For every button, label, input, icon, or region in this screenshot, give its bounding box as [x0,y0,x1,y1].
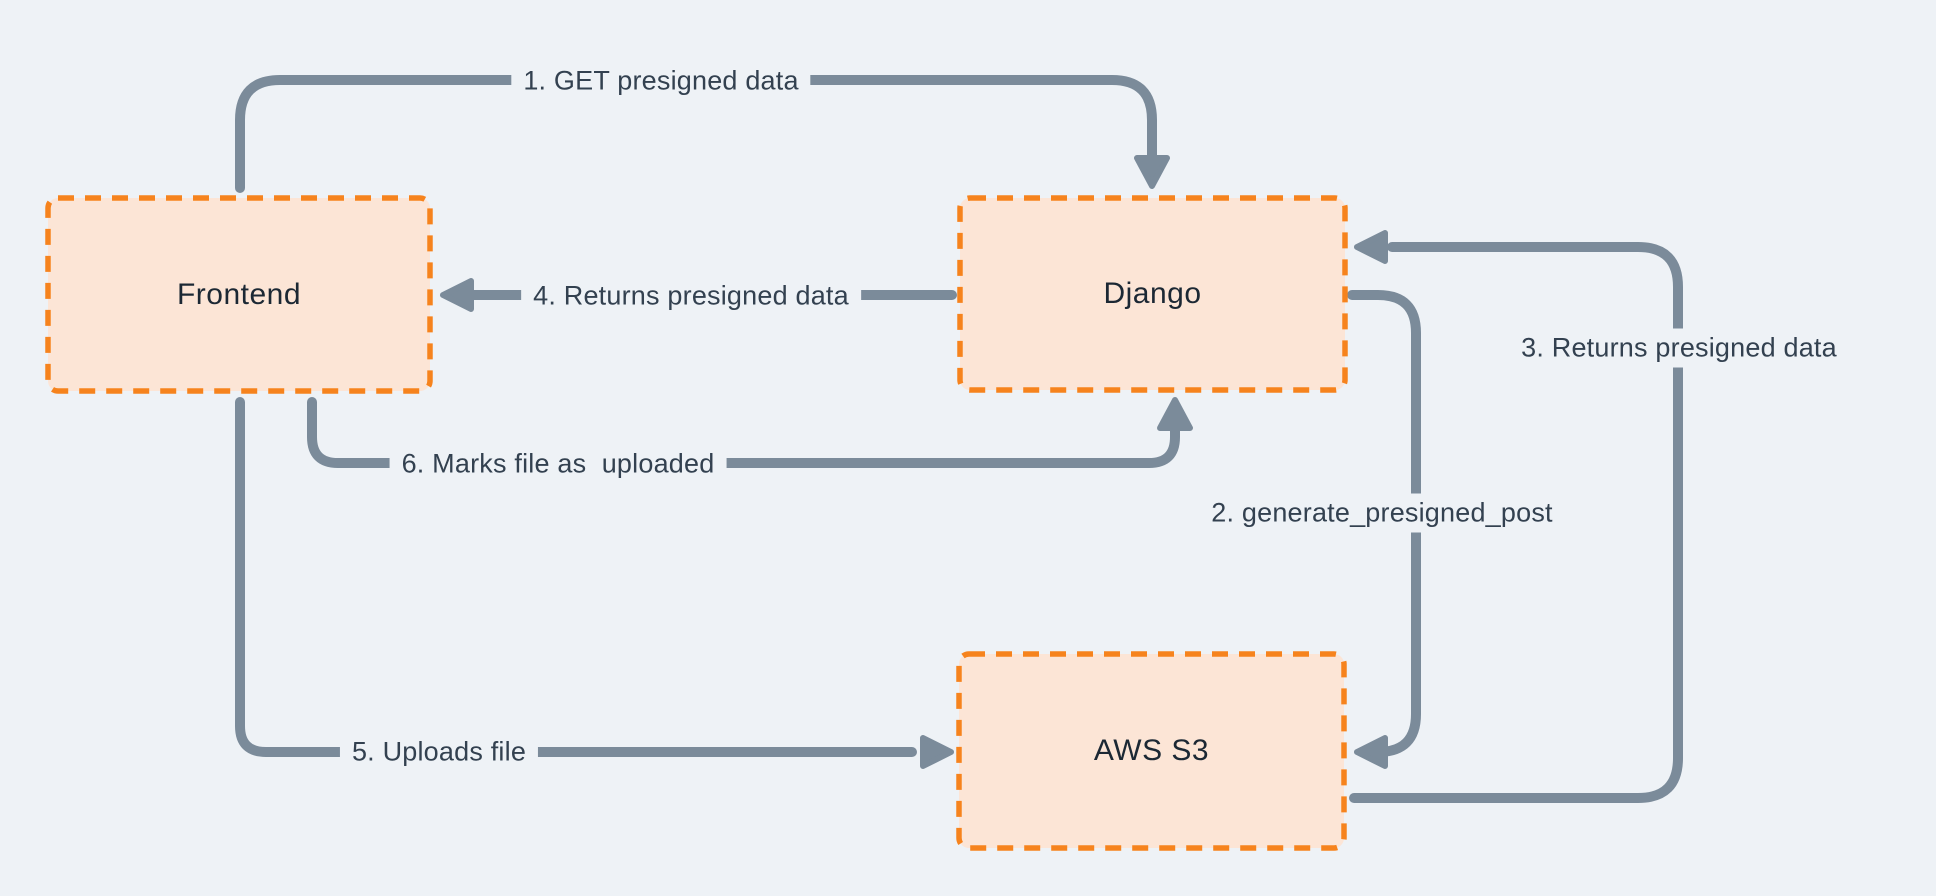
edge-5-label: 5. Uploads file [339,732,539,772]
edge-3-arrowhead [1354,230,1388,264]
edge-6-path [307,397,1180,468]
django-node-label: Django [1103,277,1202,310]
aws-s3-node-label: AWS S3 [1093,734,1210,767]
edge-3-label: 3. Returns presigned data [1509,328,1849,368]
edge-2-label: 2. generate_presigned_post [1199,493,1565,533]
frontend-node-label: Frontend [176,277,302,311]
frontend-node-box [45,195,433,394]
edge-4-label: 4. Returns presigned data [521,276,861,316]
edge-2-arrowhead [1354,735,1388,769]
edge-2-path [1347,290,1421,757]
edge-4-arrowhead [440,278,474,312]
django-node-box [957,195,1348,393]
edge-6-label: 6. Marks file as uploaded [389,444,727,484]
edge-5-arrowhead [920,735,954,769]
edge-1-label: 1. GET presigned data [511,61,811,101]
edge-3-path [1349,242,1683,803]
aws-s3-node-box [956,651,1347,851]
edge-6-arrowhead [1157,397,1193,431]
edge-1-arrowhead [1134,155,1170,189]
edge-5-path [235,397,917,757]
